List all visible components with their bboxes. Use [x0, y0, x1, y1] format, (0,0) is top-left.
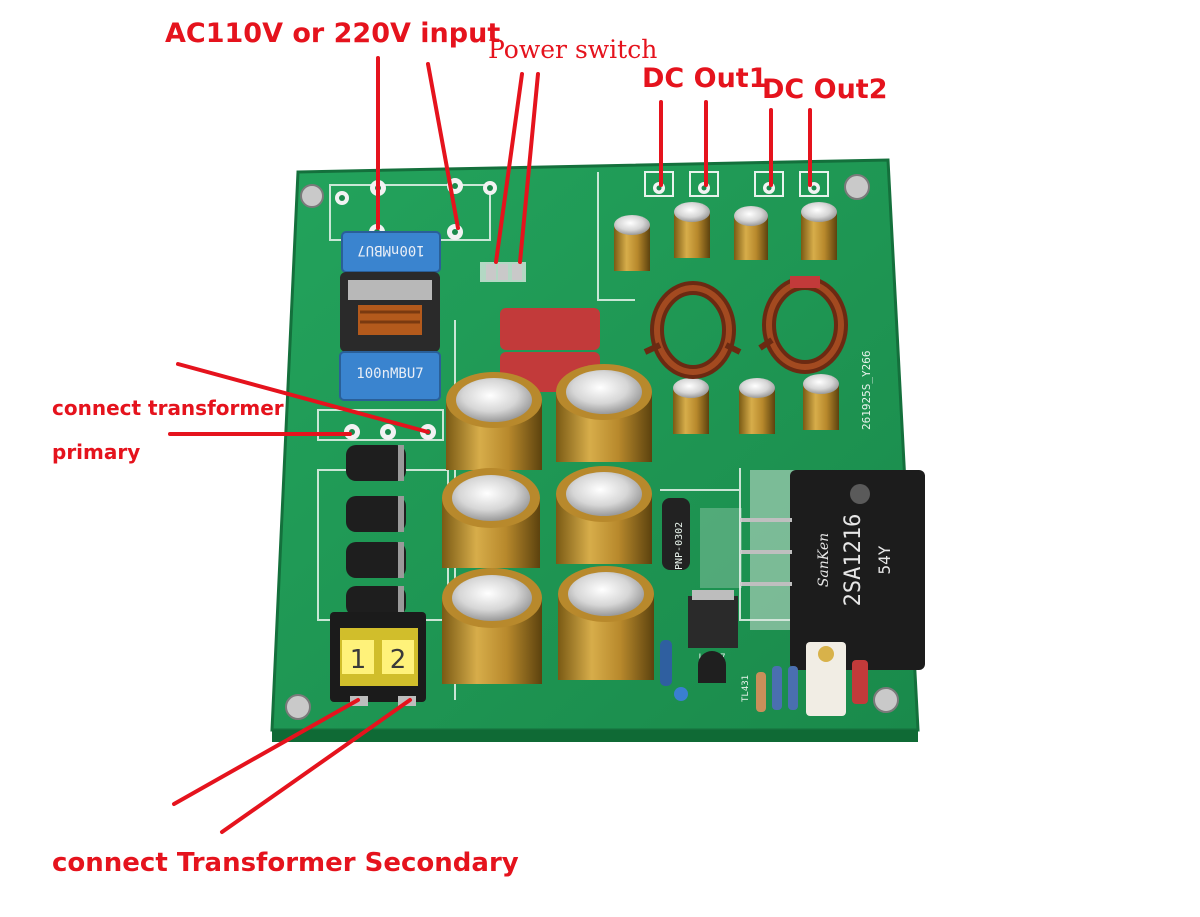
power-switch-header — [480, 262, 526, 282]
transistor-code: 54Y — [875, 545, 894, 574]
shunt-ref-label: TL431 — [741, 675, 751, 702]
large-filter-capacitors — [442, 364, 654, 684]
transistor-model: 2SA1216 — [841, 514, 866, 607]
filter-cap-4 — [556, 466, 652, 564]
board-code: 261925S_Y266 — [860, 351, 873, 430]
dc-out1-label: DC Out1 — [642, 63, 768, 94]
filter-cap-2 — [556, 364, 652, 462]
filter-cap-3 — [442, 468, 540, 568]
ac-input-label: AC110V or 220V input — [165, 18, 501, 49]
transformer-primary-label-line2: primary — [52, 440, 141, 464]
transformer-secondary-label: connect Transformer Secondary — [52, 848, 519, 878]
dc-out2-label: DC Out2 — [762, 74, 888, 105]
mounting-screws — [285, 174, 899, 720]
output-inductors — [643, 276, 848, 379]
power-switch-label: Power switch — [488, 35, 658, 64]
x-capacitor-bottom: 100nMBU7 — [339, 351, 441, 401]
power-transistor: 2SA1216 54Y SanKen — [740, 470, 925, 670]
fuse-holder: 1 2 — [330, 612, 426, 706]
small-output-capacitors — [614, 202, 839, 434]
rectifier-diodes — [346, 445, 406, 616]
x-cap-top-marking: 100nMBU7 — [357, 242, 424, 258]
transistor-brand: SanKen — [816, 533, 832, 587]
common-mode-choke — [340, 272, 440, 352]
fuse-label-1: 1 — [350, 645, 367, 675]
module-code: PNP-0302 — [674, 522, 685, 570]
filter-cap-6 — [558, 566, 654, 680]
annotation-lines — [168, 56, 812, 834]
fuse-label-2: 2 — [390, 645, 407, 675]
x-capacitor-top: 100nMBU7 — [341, 231, 441, 273]
transformer-primary-label-line1: connect transformer — [52, 396, 284, 420]
regulator-section: PNP-0302 LM317 TL431 — [660, 498, 751, 702]
resistors-and-trimmer — [756, 642, 868, 716]
filter-cap-5 — [442, 568, 542, 684]
filter-cap-1 — [446, 372, 542, 470]
x-cap-bottom-marking: 100nMBU7 — [356, 366, 423, 382]
